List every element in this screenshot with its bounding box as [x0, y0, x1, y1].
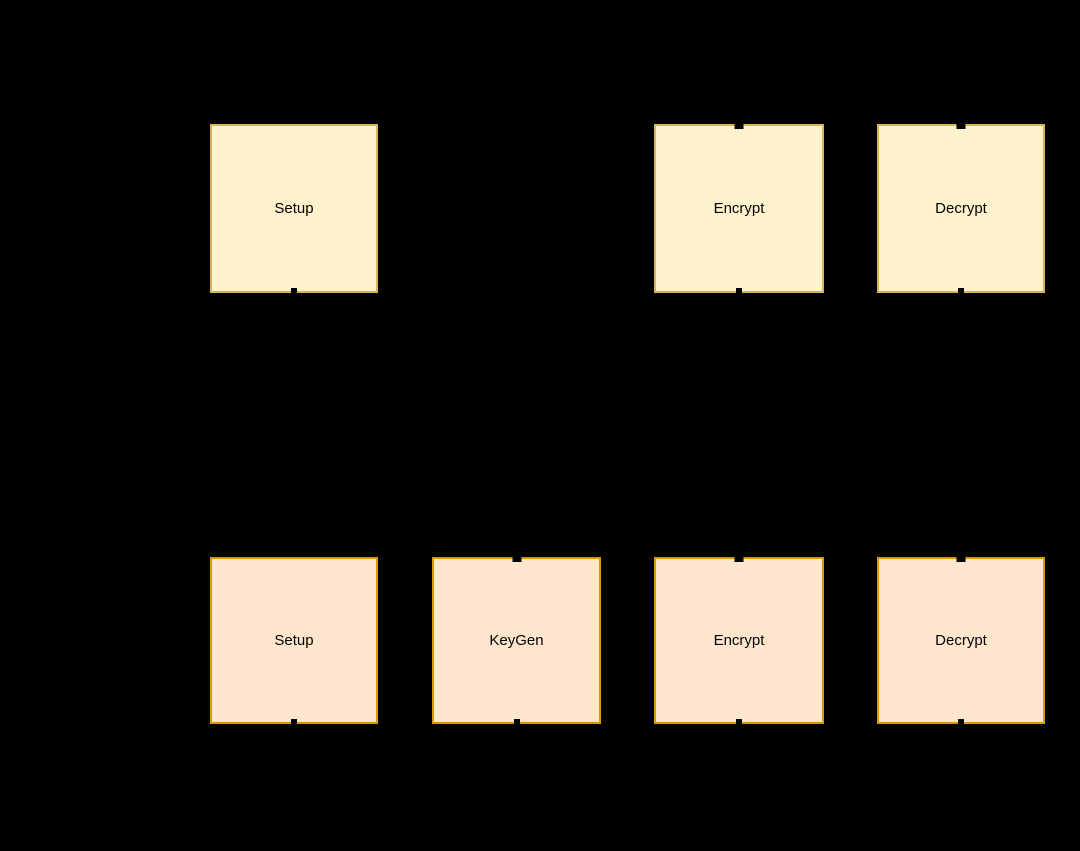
arrow-stub-top [512, 556, 521, 562]
box-label: Encrypt [713, 632, 765, 649]
box-label: Setup [274, 632, 314, 649]
arrow-stub-bottom [958, 288, 964, 294]
box-label: Decrypt [935, 632, 987, 649]
box-label: Setup [274, 200, 314, 217]
arrow-stub-top [956, 123, 966, 129]
decrypt-box-top-row: Decrypt [877, 123, 1045, 294]
setup-box-bottom-row: Setup [210, 557, 378, 725]
box-label: Encrypt [713, 200, 765, 217]
decrypt-box-bottom-row: Decrypt [877, 556, 1045, 725]
setup-box-top-row: Setup [210, 124, 378, 294]
keygen-box-bottom-row: KeyGen [432, 556, 601, 725]
encrypt-box-top-row: Encrypt [654, 123, 824, 294]
arrow-stub-bottom [513, 719, 520, 725]
arrow-stub-top [956, 556, 966, 562]
arrow-stub-top [734, 123, 744, 129]
arrow-stub-bottom [736, 719, 742, 725]
box-label: Decrypt [935, 200, 987, 217]
arrow-stub-bottom [736, 288, 742, 294]
arrow-stub-bottom [291, 288, 297, 294]
arrow-stub-bottom [291, 719, 297, 725]
arrow-stub-bottom [958, 719, 964, 725]
box-label: KeyGen [489, 632, 544, 649]
arrow-stub-top [734, 556, 744, 562]
encrypt-box-bottom-row: Encrypt [654, 556, 824, 725]
